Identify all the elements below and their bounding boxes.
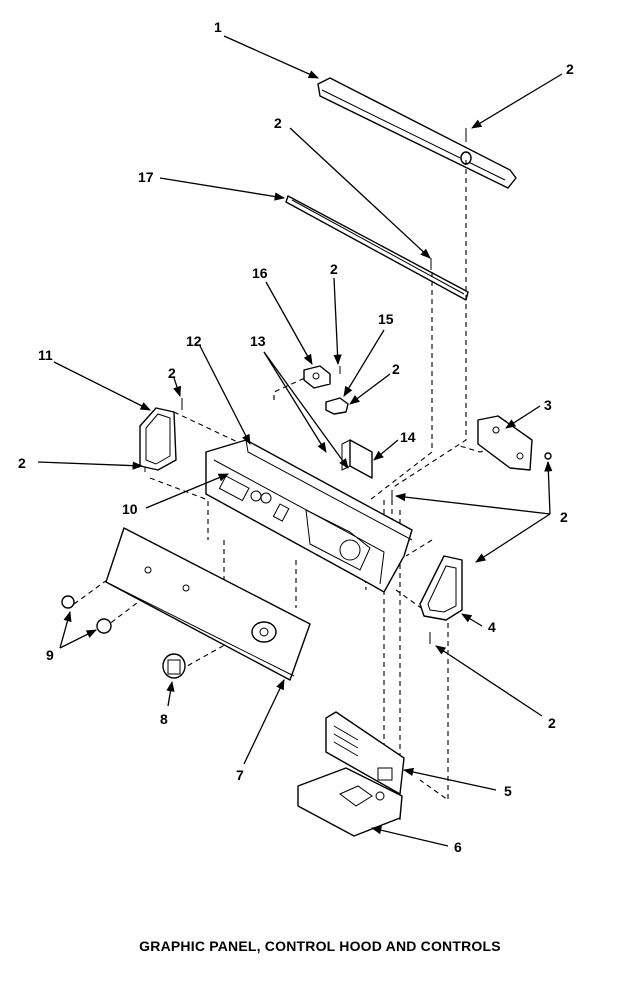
callout-2: 2 xyxy=(566,61,574,77)
callout-7: 7 xyxy=(236,767,244,783)
board-part-5 xyxy=(325,711,405,795)
callout-11: 11 xyxy=(38,347,53,363)
callout-2: 2 xyxy=(168,365,176,381)
callout-4: 4 xyxy=(488,619,496,635)
callout-2: 2 xyxy=(274,115,282,131)
hood-trim-part-1 xyxy=(317,77,517,189)
callout-17: 17 xyxy=(138,169,154,185)
base-plate-part-6 xyxy=(297,767,403,837)
callout-2: 2 xyxy=(18,455,26,471)
callout-9: 9 xyxy=(46,647,54,663)
callout-16: 16 xyxy=(252,265,268,281)
knobs-part-9 xyxy=(61,595,112,634)
callout-10: 10 xyxy=(122,501,138,517)
callout-6: 6 xyxy=(454,839,462,855)
callout-labels: 1 2 2 17 16 2 15 2 11 2 12 13 3 14 2 10 … xyxy=(18,19,574,855)
callout-14: 14 xyxy=(400,429,416,445)
clip-part-15 xyxy=(325,397,349,415)
diagram-caption: GRAPHIC PANEL, CONTROL HOOD AND CONTROLS xyxy=(139,938,501,954)
callout-15: 15 xyxy=(378,311,394,327)
callout-8: 8 xyxy=(160,711,168,727)
control-hood-part-12 xyxy=(205,439,413,593)
callout-2: 2 xyxy=(392,361,400,377)
callout-2: 2 xyxy=(330,261,338,277)
screws-part-2 xyxy=(144,128,552,644)
callout-13: 13 xyxy=(250,333,266,349)
callout-2: 2 xyxy=(548,715,556,731)
callout-2: 2 xyxy=(560,509,568,525)
leader-lines xyxy=(37,35,563,847)
callout-12: 12 xyxy=(186,333,202,349)
bracket-part-14 xyxy=(341,439,373,479)
panel-strip-part-17 xyxy=(285,195,469,301)
left-endcap-part-11 xyxy=(139,407,177,471)
bracket-part-16 xyxy=(303,365,331,389)
callout-1: 1 xyxy=(214,19,222,35)
callout-3: 3 xyxy=(544,397,552,413)
timer-knob-part-8 xyxy=(162,653,186,679)
right-bracket-part-3 xyxy=(477,415,533,471)
graphic-panel-part-7 xyxy=(105,527,311,681)
right-endcap-part-4 xyxy=(419,555,463,621)
callout-5: 5 xyxy=(504,783,512,799)
